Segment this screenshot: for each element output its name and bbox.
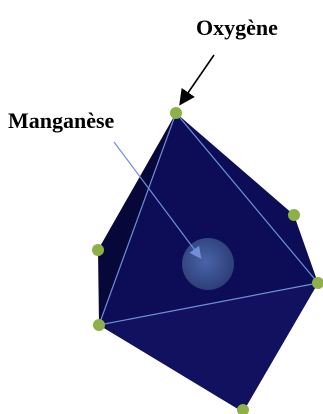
manganese-label: Manganèse: [8, 108, 115, 133]
octahedron-edges: [98, 112, 319, 326]
oxygen-label: Oxygène: [196, 15, 278, 40]
oxygen-atom-bottom: [237, 404, 249, 414]
oxygen-atom-top: [170, 107, 182, 119]
oxygen-atom-right: [312, 277, 323, 289]
oxygen-atoms: [92, 107, 323, 414]
octahedron-face-bottom: [99, 283, 318, 412]
oxygen-atom-left: [92, 244, 104, 256]
manganese-arrow: [113, 141, 202, 259]
oxygen-atom-right-upper: [288, 209, 300, 221]
oxygen-atom-left-lower: [93, 319, 105, 331]
manganese-atom: [182, 238, 234, 290]
oxygen-arrow: [179, 54, 215, 106]
